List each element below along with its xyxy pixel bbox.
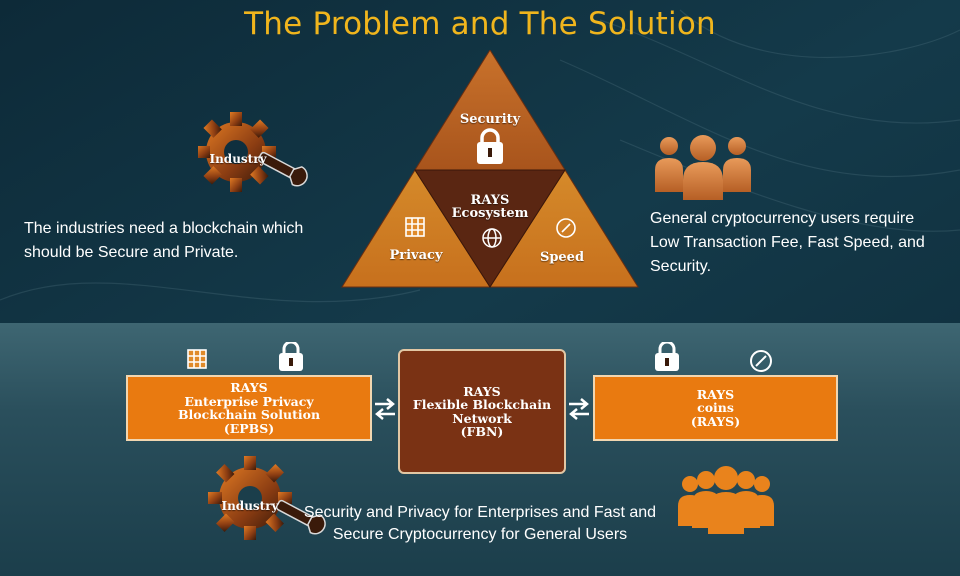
industry-label-top: Industry <box>209 152 267 166</box>
triangle-label-center-line1: RAYS <box>470 193 510 208</box>
ecosystem-triangle <box>341 50 639 288</box>
lock-icon-epbs <box>279 342 303 371</box>
epbs-box-label: RAYS Enterprise Privacy Blockchain Solut… <box>177 380 321 436</box>
page-title: The Problem and The Solution <box>244 6 716 42</box>
speed-icon <box>556 218 576 238</box>
lock-icon-coins <box>655 342 679 371</box>
triangle-label-speed: Speed <box>539 250 585 265</box>
triangle-label-center-line2: Ecosystem <box>451 206 529 221</box>
triangle-label-security: Security <box>459 112 521 127</box>
users-group-icon-bottom <box>678 466 774 534</box>
fbn-box-label: RAYS Flexible Blockchain Network (FBN) <box>412 383 552 439</box>
grid-icon <box>405 217 425 237</box>
speed-icon-coins <box>750 350 772 372</box>
bottom-summary-text: Security and Privacy for Enterprises and… <box>303 504 657 543</box>
industries-need-text: The industries need a blockchain which s… <box>24 220 304 261</box>
industry-gear-icon-bottom <box>208 456 326 540</box>
grid-icon-epbs <box>187 349 207 369</box>
users-require-text: General cryptocurrency users require Low… <box>650 210 925 275</box>
fbn-box: RAYS Flexible Blockchain Network (FBN) <box>398 349 566 474</box>
rays-coins-box: RAYS coins (RAYS) <box>593 375 838 441</box>
rays-coins-box-label: RAYS coins (RAYS) <box>690 386 741 429</box>
epbs-box: RAYS Enterprise Privacy Blockchain Solut… <box>126 375 372 441</box>
globe-icon <box>482 228 502 248</box>
arrows-left-icon <box>375 398 395 420</box>
lock-icon <box>477 128 503 164</box>
triangle-label-privacy: Privacy <box>389 248 443 263</box>
users-group-icon <box>655 135 751 200</box>
industry-gear-icon <box>198 112 308 192</box>
arrows-right-icon <box>569 398 589 420</box>
industry-label-bottom: Industry <box>221 499 279 513</box>
